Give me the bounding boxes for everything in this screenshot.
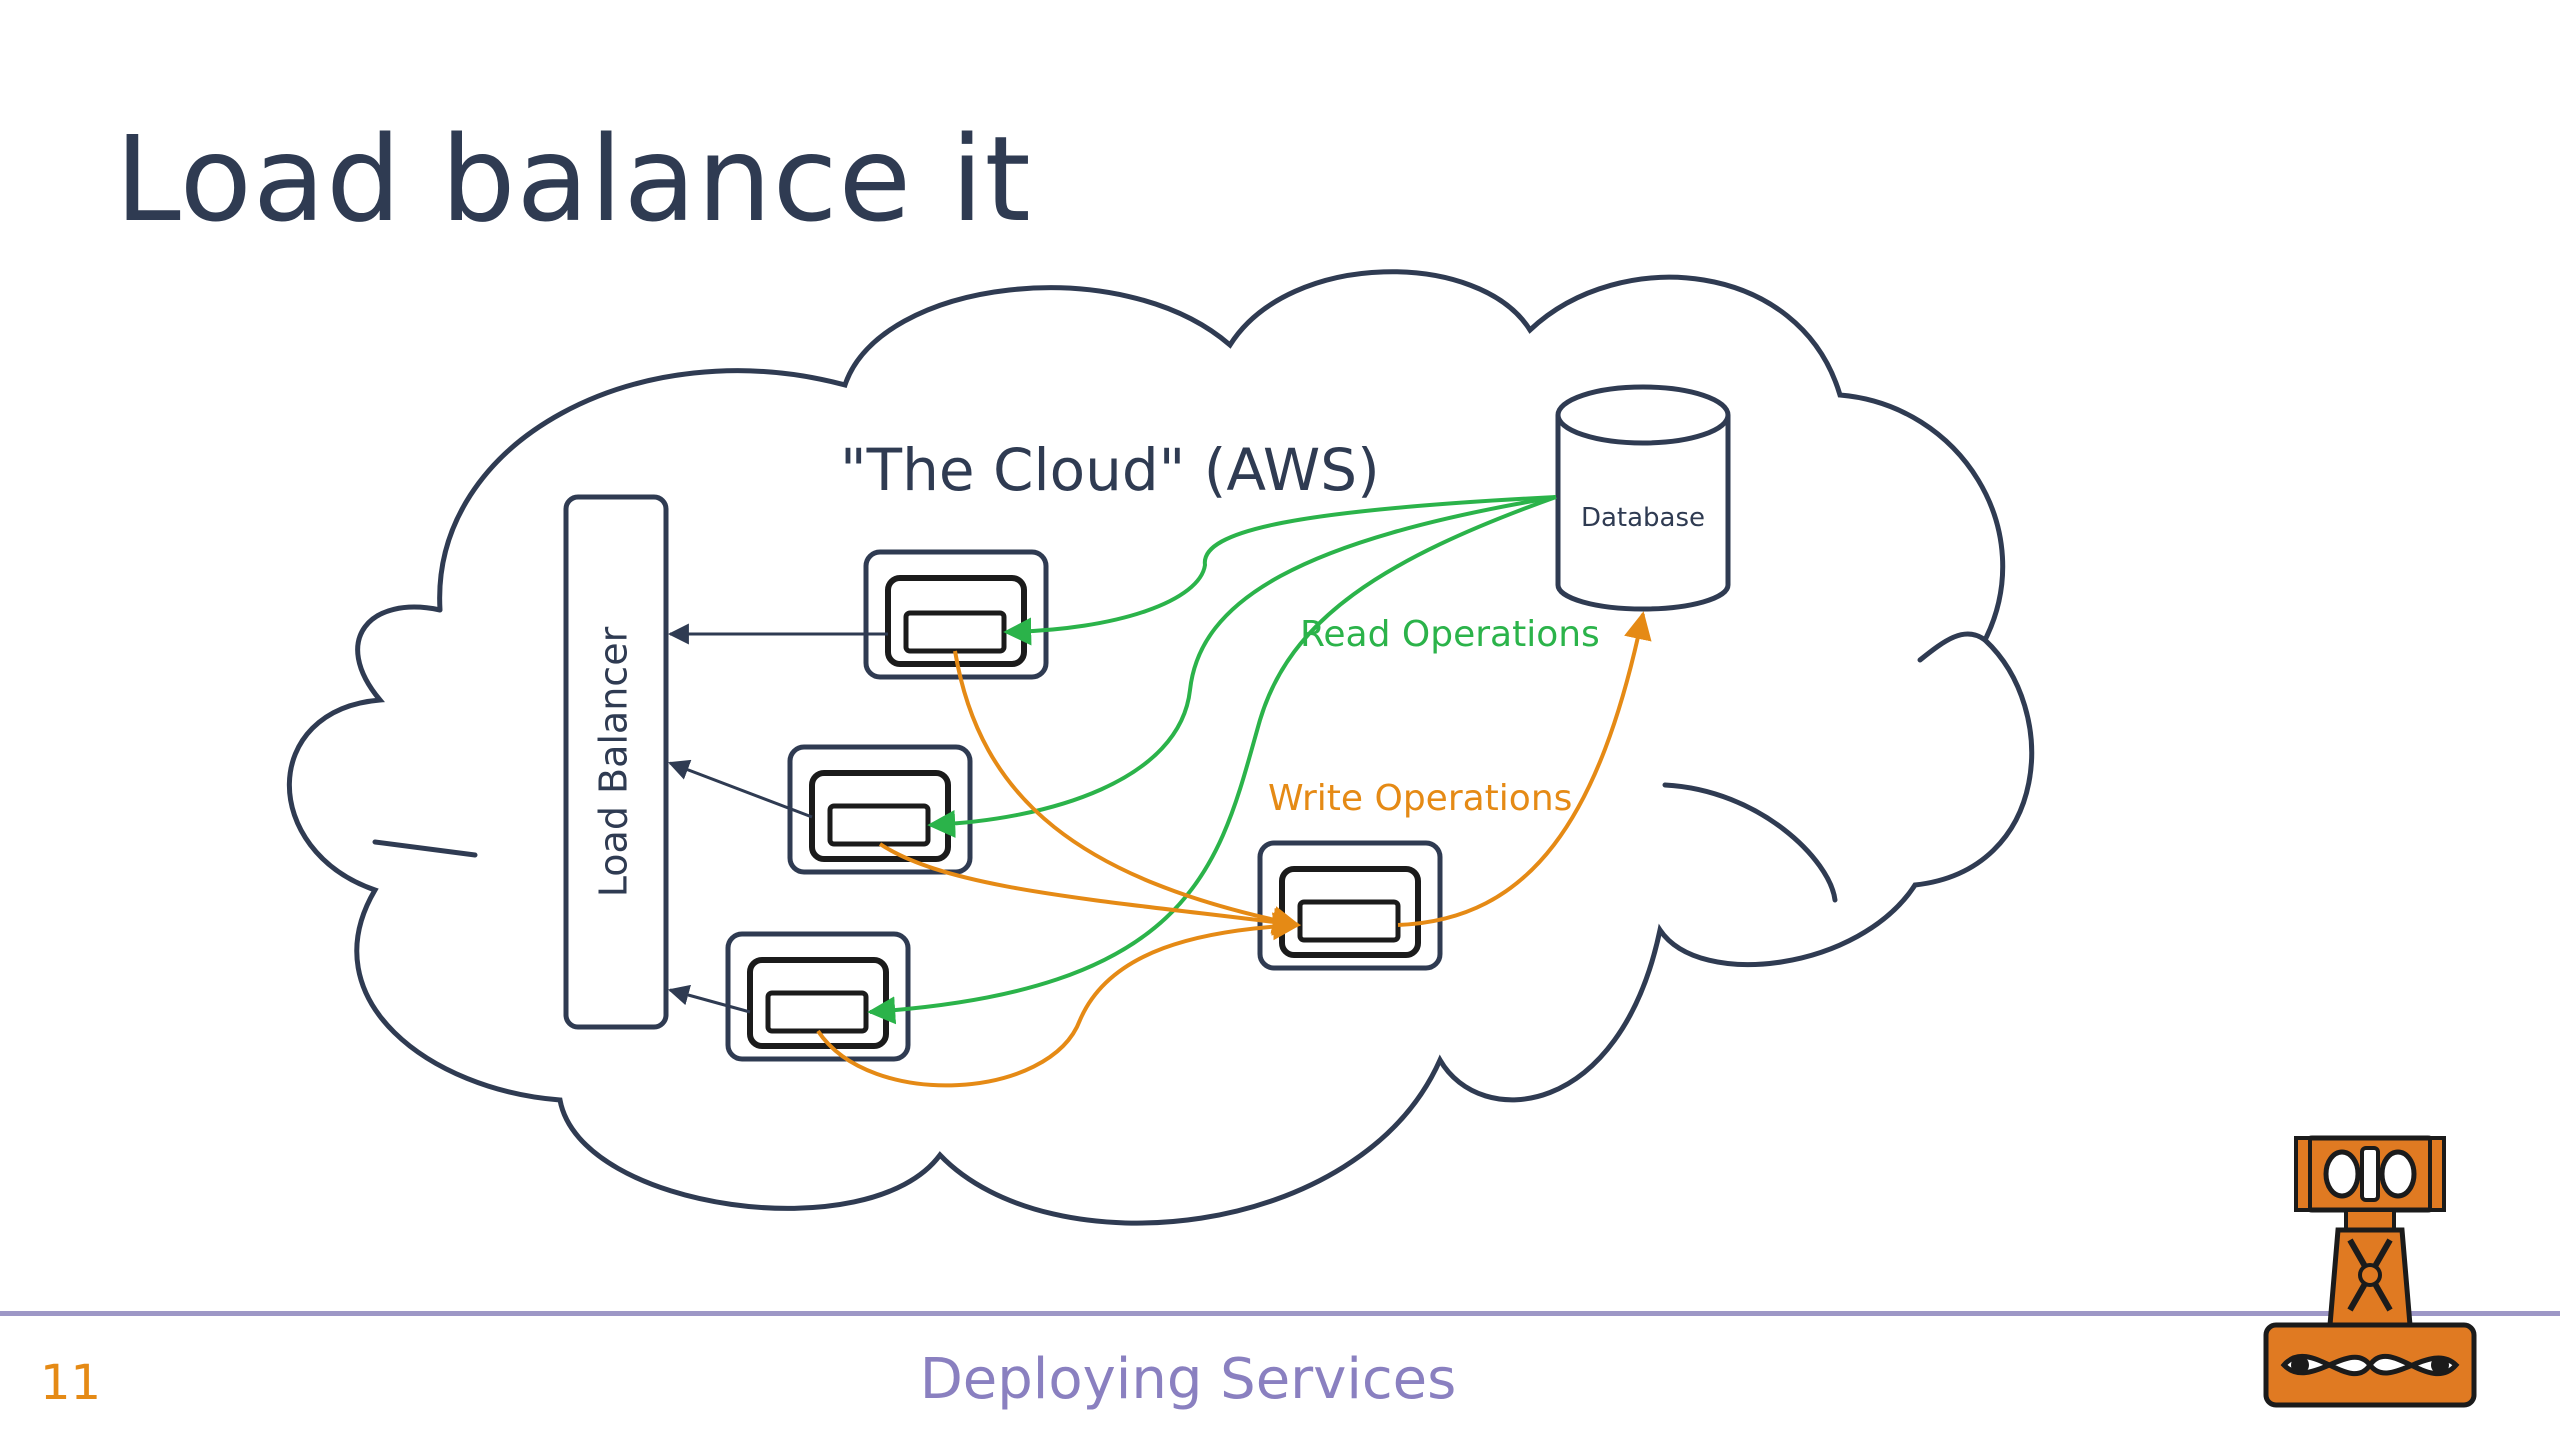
read-arrow-2 [927,495,1557,838]
database-label: Database [1581,503,1705,533]
server-node-3 [725,931,911,1062]
slide-title: Load balance it [115,110,1032,248]
lb-arrow-3 [667,984,751,1014]
lb-arrow-2 [668,759,813,819]
footer-title: Deploying Services [919,1347,1457,1412]
write-arrow-1 [953,650,1301,934]
footer-divider [0,1311,2560,1316]
cloud-accent [372,839,478,858]
mjolnir-logo-icon [2263,1135,2477,1408]
load-balancer-box [563,494,669,1030]
cloud-outline [286,269,2035,1226]
read-operations-label: Read Operations [1300,614,1600,655]
write-operations-label: Write Operations [1268,778,1572,819]
cloud-accent [1917,631,1988,663]
server-node-2 [787,744,973,875]
write-arrow-to-database [1397,611,1652,927]
cloud-label: "The Cloud" (AWS) [840,436,1380,504]
read-arrow-1 [1003,495,1557,646]
database-icon [1555,384,1731,612]
load-balancer-label: Load Balancer [592,626,636,897]
write-arrow-3 [816,912,1301,1088]
page-number: 11 [40,1355,102,1411]
write-server-node [1257,840,1443,971]
read-arrow-3 [867,495,1557,1025]
cloud-accent [1662,782,1838,903]
write-arrow-2 [878,842,1301,936]
